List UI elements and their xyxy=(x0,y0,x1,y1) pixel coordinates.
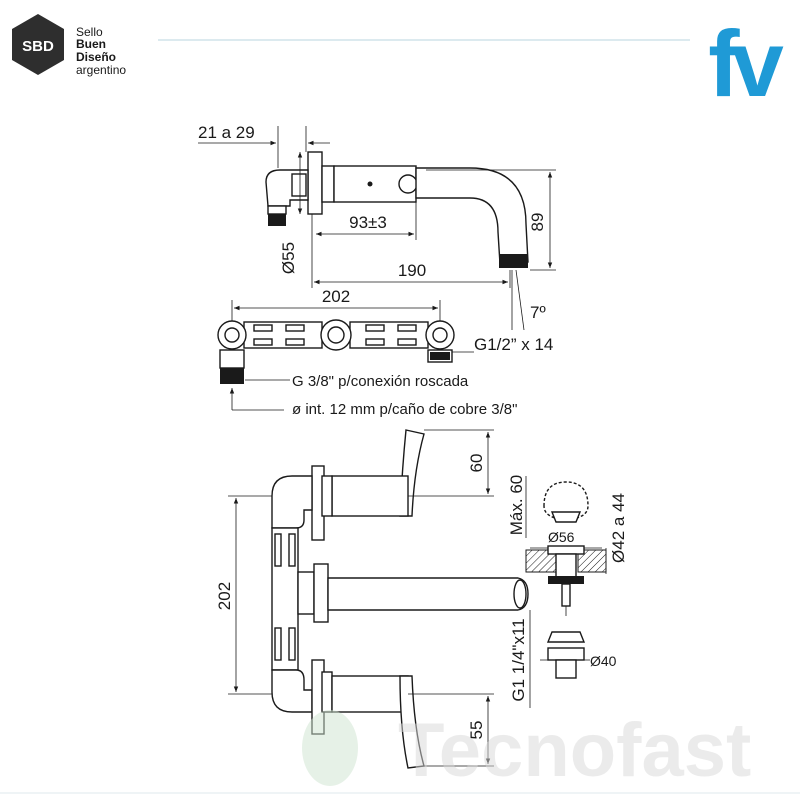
drain-detail: Máx. 60 Ø56 Ø42 a 44 Ø40 G1 1/4"x11 xyxy=(507,475,628,708)
dim-drain-body: Ø40 xyxy=(590,653,617,669)
header: SBD Sello Buen Diseño argentino fv xyxy=(12,11,792,116)
dim-handle-top: 60 xyxy=(467,454,486,473)
sbd-line-3: Diseño xyxy=(76,50,116,64)
dim-drain-cap: Ø56 xyxy=(548,529,575,545)
dim-vertical-spacing: 202 xyxy=(215,582,234,610)
note-copper-pipe: ø int. 12 mm p/caño de cobre 3/8" xyxy=(292,401,517,418)
dim-outlet-height: 89 xyxy=(528,213,547,232)
watermark: Tecnofast xyxy=(302,708,751,793)
dim-flange-depth: 21 a 29 xyxy=(198,123,255,142)
fv-logo-icon: fv xyxy=(708,11,783,116)
dim-drain-range: Ø42 a 44 xyxy=(609,493,628,563)
front-view: 202 60 55 xyxy=(215,429,529,769)
sbd-badge-text: SBD xyxy=(22,38,54,55)
dim-spout-length: 190 xyxy=(398,261,426,280)
side-view: 21 a 29 89 93±3 Ø55 190 7º xyxy=(198,123,556,331)
dim-spout-angle: 7º xyxy=(530,303,546,322)
note-inlet-thread: G 3/8" p/conexión roscada xyxy=(292,373,469,390)
dim-body-width: 202 xyxy=(322,287,350,306)
dim-flange-diameter: Ø55 xyxy=(279,242,298,274)
watermark-text: Tecnofast xyxy=(398,708,751,793)
dim-handle-bottom: 55 xyxy=(467,721,486,740)
plan-view: 202 G1/2” x 14 G 3/8" p/conexión roscada… xyxy=(217,287,553,418)
dim-lever-offset: 93±3 xyxy=(349,213,387,232)
sbd-hexagon-icon xyxy=(12,14,64,75)
dim-outlet-thread: G1/2” x 14 xyxy=(474,335,553,354)
tecnofast-leaf-icon xyxy=(302,710,358,786)
sbd-line-1: Sello xyxy=(76,25,103,39)
dim-max-thickness: Máx. 60 xyxy=(507,475,526,535)
dim-drain-thread: G1 1/4"x11 xyxy=(509,618,528,701)
sbd-line-4: argentino xyxy=(76,63,126,77)
sbd-line-2: Buen xyxy=(76,37,106,51)
